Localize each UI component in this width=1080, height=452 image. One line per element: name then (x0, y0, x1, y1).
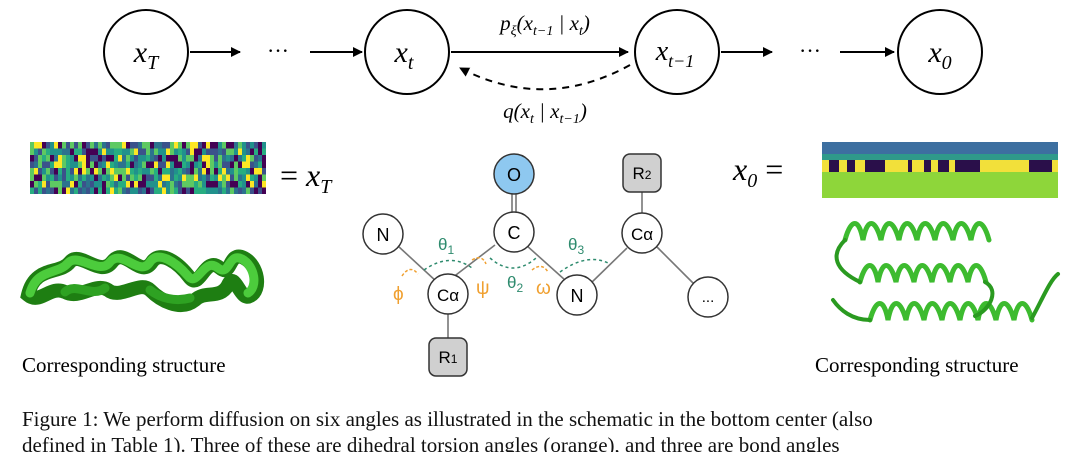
bond-angle-arcs (423, 257, 611, 273)
atom-r2 (622, 153, 662, 193)
right-caption: Corresponding structure (815, 353, 1019, 377)
atom-carbon (493, 211, 535, 253)
clean-heatmap-band-2 (822, 154, 1058, 160)
figure-caption: Figure 1: We perform diffusion on six an… (22, 406, 1072, 452)
forward-process-label: q(xt | xt−1) (503, 99, 587, 127)
forward-arrow (459, 64, 631, 91)
theta2-label: θ2 (507, 273, 523, 295)
helix-2 (857, 263, 989, 285)
clean-heatmap-bottom (822, 172, 1058, 198)
caption-line-2: defined in Table 1). Three of these are … (22, 433, 840, 452)
left-caption: Corresponding structure (22, 353, 226, 377)
atom-calpha-2-label: Cα (631, 225, 653, 244)
atom-n1 (362, 213, 404, 255)
node-x0 (897, 9, 983, 95)
bonds (397, 192, 695, 338)
left-coil (25, 252, 259, 298)
left-structure (20, 249, 265, 312)
atom-calpha-2 (621, 212, 663, 254)
node-xt (364, 9, 450, 95)
helix-loops (831, 238, 1060, 322)
dots-right: ··· (799, 38, 821, 63)
right-structure (831, 221, 1060, 323)
atom-oxygen (493, 153, 535, 195)
node-xT (103, 9, 189, 95)
helix-1 (842, 221, 992, 243)
omega-label: ω (536, 278, 551, 299)
helix-3 (867, 301, 1035, 323)
atom-calpha-1-label: Cα (437, 286, 459, 305)
left-equation: = xT (280, 157, 333, 198)
left-coil-2 (60, 283, 195, 305)
node-xt-1 (634, 9, 720, 95)
atom-carbon-label: C (508, 223, 521, 243)
atom-r1 (428, 337, 468, 377)
node-xt-1-label: xt−1 (655, 36, 695, 71)
torsion-arcs (401, 257, 549, 277)
reverse-process-label: pξ(xt−1 | xt) (498, 11, 590, 39)
atom-oxygen-label: O (507, 165, 521, 185)
clean-heatmap (822, 142, 1058, 198)
atom-n1-label: N (377, 225, 390, 245)
atom-r1-label: R1 (439, 348, 458, 367)
clean-heatmap-cells (822, 160, 1058, 172)
noise-heatmap-cells (30, 142, 266, 194)
caption-line-1: Figure 1: We perform diffusion on six an… (22, 407, 873, 431)
noise-heatmap (30, 142, 266, 194)
psi-label: ψ (476, 278, 490, 299)
theta3-label: θ3 (568, 235, 584, 257)
theta1-label: θ1 (438, 235, 454, 257)
atom-n2 (556, 274, 598, 316)
atom-continuation-label: ... (702, 289, 715, 306)
markov-chain: xT ··· xt pξ(xt−1 | xt) q(xt | xt−1) xt−… (103, 9, 983, 127)
atom-continuation (687, 276, 729, 318)
clean-heatmap-top-band (822, 142, 1058, 154)
phi-label: ϕ (393, 284, 404, 305)
dots-left: ··· (267, 38, 289, 63)
atom-calpha-1 (427, 273, 469, 315)
atom-r2-label: R2 (633, 164, 652, 183)
figure-1: xT ··· xt pξ(xt−1 | xt) q(xt | xt−1) xt−… (20, 9, 1060, 377)
atom-n2-label: N (571, 286, 584, 306)
backbone-schematic: O R2 N C Cα Cα N ... R1 θ1 θ2 θ3 ϕ ψ ω (362, 153, 729, 377)
right-equation: x0 = (732, 151, 783, 192)
